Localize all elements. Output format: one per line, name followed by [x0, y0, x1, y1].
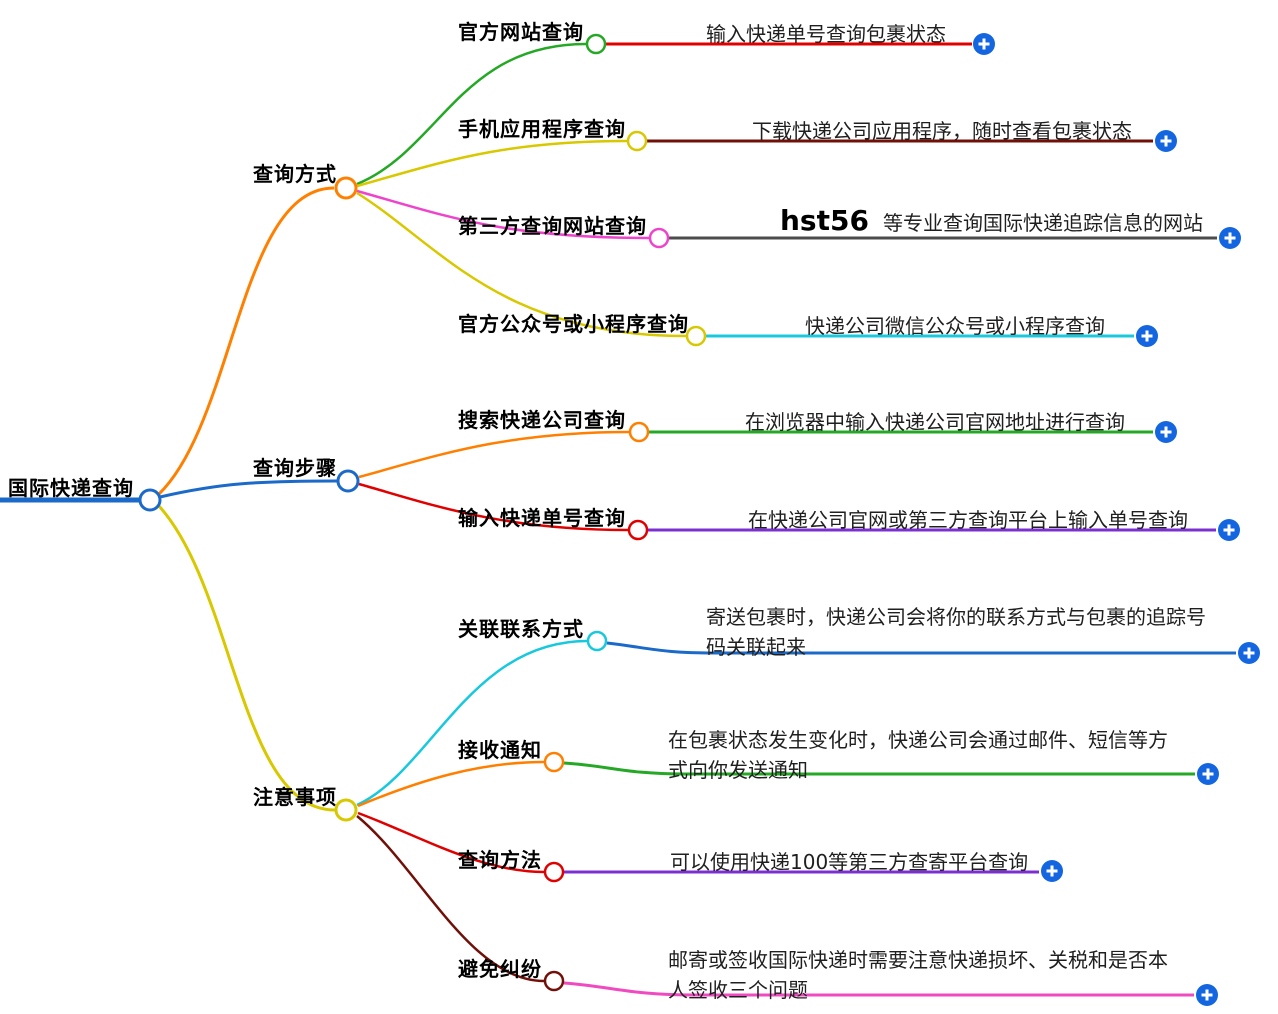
node-label-mobile-app[interactable]: 手机应用程序查询 [458, 117, 626, 141]
add-child-button-query-method-note[interactable] [1041, 860, 1063, 882]
node-desc-mobile-app[interactable]: 下载快递公司应用程序，随时查看包裹状态 [752, 119, 1132, 143]
edge-root-to-query-steps [159, 479, 338, 499]
plus-icon [1202, 768, 1214, 780]
node-handle-receive-notice[interactable] [543, 751, 565, 773]
node-desc-receive-notice[interactable]: 在包裹状态发生变化时，快递公司会通过邮件、短信等方式向你发送通知 [668, 728, 1168, 782]
root-node-handle[interactable] [138, 488, 162, 512]
node-handle-notes[interactable] [334, 798, 358, 822]
node-handle-query-methods[interactable] [334, 176, 358, 200]
add-child-button-search-company[interactable] [1155, 421, 1177, 443]
node-desc-link-contact[interactable]: 寄送包裹时，快递公司会将你的联系方式与包裹的追踪号码关联起来 [706, 605, 1206, 659]
node-desc-query-method-note[interactable]: 可以使用快递100等第三方查寄平台查询 [670, 850, 1029, 874]
plus-icon [1223, 524, 1235, 536]
desc-line-avoid-dispute [563, 981, 1194, 997]
node-handle-link-contact[interactable] [586, 630, 608, 652]
edge-to-receive-notice [357, 760, 545, 808]
plus-icon [1243, 647, 1255, 659]
edge-to-official-website [356, 42, 587, 186]
plus-icon [1046, 865, 1058, 877]
node-handle-enter-number[interactable] [627, 519, 649, 541]
add-child-button-receive-notice[interactable] [1197, 763, 1219, 785]
root-node-label[interactable]: 国际快递查询 [8, 476, 134, 500]
branch-label-notes[interactable]: 注意事项 [253, 785, 337, 809]
node-handle-avoid-dispute[interactable] [543, 970, 565, 992]
node-label-third-party-site[interactable]: 第三方查询网站查询 [458, 214, 647, 238]
edge-to-avoid-dispute [356, 815, 545, 983]
node-label-enter-number[interactable]: 输入快递单号查询 [458, 506, 626, 530]
node-label-search-company[interactable]: 搜索快递公司查询 [458, 408, 626, 432]
edge-to-link-contact [356, 639, 588, 807]
node-label-link-contact[interactable]: 关联联系方式 [458, 617, 584, 641]
node-desc-avoid-dispute[interactable]: 邮寄或签收国际快递时需要注意快递损坏、关税和是否本人签收三个问题 [668, 948, 1168, 1002]
plus-icon [1201, 989, 1213, 1001]
add-child-button-enter-number[interactable] [1218, 519, 1240, 541]
node-label-official-account[interactable]: 官方公众号或小程序查询 [458, 312, 689, 336]
add-child-button-official-account[interactable] [1136, 325, 1158, 347]
plus-icon [1160, 135, 1172, 147]
add-child-button-avoid-dispute[interactable] [1196, 984, 1218, 1006]
node-handle-query-method-note[interactable] [543, 861, 565, 883]
plus-icon [978, 38, 990, 50]
node-desc-official-account[interactable]: 快递公司微信公众号或小程序查询 [805, 314, 1105, 338]
node-handle-official-website[interactable] [585, 33, 607, 55]
add-child-button-third-party-site[interactable] [1219, 227, 1241, 249]
plus-icon [1224, 232, 1236, 244]
edge-to-mobile-app [356, 139, 628, 188]
node-handle-query-steps[interactable] [336, 469, 360, 493]
node-label-avoid-dispute[interactable]: 避免纠纷 [458, 957, 542, 981]
plus-icon [1160, 426, 1172, 438]
node-desc-third-party-site[interactable]: hst56 等专业查询国际快递追踪信息的网站 [780, 204, 1203, 237]
desc-line-link-contact [606, 641, 1236, 655]
edge-root-to-query-methods [157, 186, 335, 496]
branch-label-query-methods[interactable]: 查询方式 [253, 162, 337, 186]
branch-label-query-steps[interactable]: 查询步骤 [253, 456, 337, 480]
edge-root-to-notes [157, 504, 336, 812]
edge-to-official-account [356, 191, 687, 338]
node-desc-search-company[interactable]: 在浏览器中输入快递公司官网地址进行查询 [745, 410, 1125, 434]
node-label-receive-notice[interactable]: 接收通知 [458, 738, 542, 762]
desc-line-receive-notice [563, 761, 1195, 776]
node-handle-third-party-site[interactable] [648, 227, 670, 249]
node-label-official-website[interactable]: 官方网站查询 [458, 20, 584, 44]
edge-to-search-company [358, 430, 630, 479]
edge-to-third-party-site [356, 189, 650, 240]
node-handle-search-company[interactable] [628, 421, 650, 443]
third-party-brand-text: hst56 [780, 204, 869, 237]
add-child-button-official-website[interactable] [973, 33, 995, 55]
node-handle-official-account[interactable] [685, 325, 707, 347]
edge-to-query-method-note [357, 811, 545, 874]
node-handle-mobile-app[interactable] [626, 130, 648, 152]
node-desc-enter-number[interactable]: 在快递公司官网或第三方查询平台上输入单号查询 [748, 508, 1188, 532]
plus-icon [1141, 330, 1153, 342]
node-label-query-method-note[interactable]: 查询方法 [458, 848, 542, 872]
node-desc-official-website[interactable]: 输入快递单号查询包裹状态 [706, 22, 946, 46]
add-child-button-link-contact[interactable] [1238, 642, 1260, 664]
third-party-desc-text: 等专业查询国际快递追踪信息的网站 [882, 211, 1203, 235]
add-child-button-mobile-app[interactable] [1155, 130, 1177, 152]
edge-to-enter-number [358, 482, 629, 532]
